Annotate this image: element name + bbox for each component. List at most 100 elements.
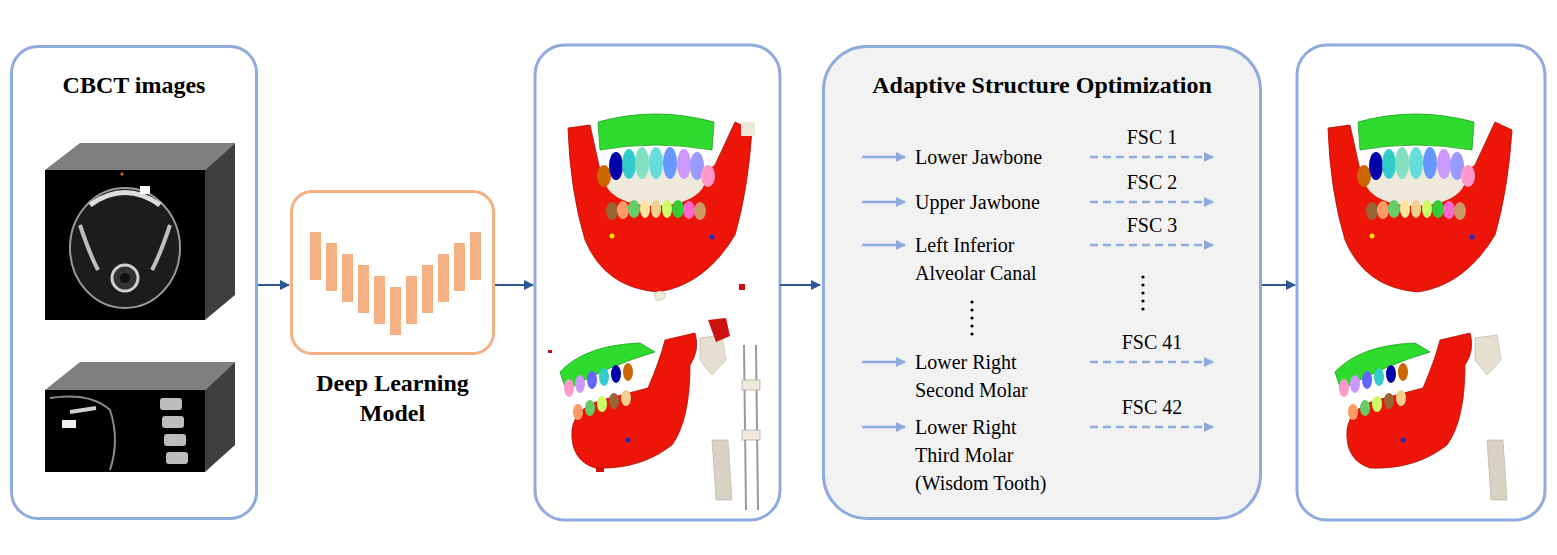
ct-volume-sagittal: [162, 416, 184, 428]
input-panel: CBCT images: [10, 45, 258, 520]
ellipsis-dots: [970, 275, 1144, 335]
fsc-label: FSC 1: [1092, 123, 1212, 151]
ct-volume-axial: [152, 225, 170, 270]
input-arrows: [862, 361, 905, 364]
ct-volume-sagittal: [45, 362, 235, 472]
ct-volume-sagittal: [45, 390, 205, 472]
fsc-label: FSC 41: [1092, 328, 1212, 356]
ct-volume-axial: [45, 170, 205, 320]
segmentation-noise: [739, 284, 745, 290]
panel-title: Adaptive Structure Optimization: [825, 70, 1259, 100]
ellipsis-dots: [970, 332, 973, 335]
ct-volume-axial: [121, 173, 124, 176]
ct-volume-axial: [205, 143, 235, 320]
unet-bars: [454, 243, 465, 291]
ct-volume-axial: [80, 225, 98, 270]
unet-bars: [374, 276, 385, 324]
ellipsis-dots: [1141, 299, 1144, 302]
optimization-panel: Adaptive Structure Optimization: [822, 45, 1262, 520]
unet-bars: [310, 232, 321, 280]
ct-volume-axial: [45, 143, 235, 320]
panel-title: CBCT images: [13, 70, 255, 100]
ellipsis-dots: [1141, 291, 1144, 294]
input-arrows: [862, 201, 905, 204]
flow-arrow: [258, 284, 289, 286]
jaw-side-render: [1335, 333, 1507, 500]
structure-name: Left Inferior Alveolar Canal: [915, 231, 1060, 287]
fsc-label: FSC 42: [1092, 393, 1212, 421]
unet-bars: [310, 232, 481, 335]
optimization-panel-ground: [824, 47, 1261, 519]
unet-bars: [422, 265, 433, 313]
pipeline-arrow: [1262, 284, 1295, 286]
ct-volume-axial: [120, 273, 130, 283]
structure-name: Lower Jawbone: [915, 143, 1060, 171]
ct-volume-axial: [45, 143, 235, 170]
ellipsis-dots: [970, 308, 973, 311]
jaw-side-render: [560, 333, 732, 500]
fsc-dashed-arrows: [1090, 361, 1213, 364]
result-panel: [1297, 45, 1545, 520]
ct-volume-sagittal: [205, 362, 235, 472]
ct-volume-axial: [70, 188, 180, 308]
ct-volume-axial: [90, 193, 160, 206]
fsc-dashed-arrows: [1090, 201, 1213, 204]
result-panel: [535, 45, 780, 520]
segmentation-noise: [708, 318, 730, 342]
ellipsis-dots: [1141, 283, 1144, 286]
ct-volume-sagittal: [45, 362, 235, 390]
ct-volume-sagittal: [70, 408, 96, 412]
unet-bars: [358, 265, 369, 313]
segmentation-noise: [596, 468, 604, 472]
ct-volume-sagittal: [164, 434, 186, 446]
model-box: Deep Learning Model: [290, 190, 495, 355]
unet-bars: [326, 243, 337, 291]
jaw-front-render: [568, 114, 752, 292]
segmentation-noise: [741, 122, 755, 136]
fsc-dashed-arrows: [1090, 156, 1213, 159]
segmentation-noise: [742, 430, 760, 440]
structure-name: Lower Right Third Molar (Wisdom Tooth): [915, 413, 1060, 497]
segmentation-noise: [654, 291, 666, 300]
unet-bars: [470, 232, 481, 280]
fsc-dashed-arrows: [1090, 426, 1213, 429]
ellipsis-dots: [1141, 307, 1144, 310]
structure-name: Upper Jawbone: [915, 188, 1060, 216]
unet-bars: [342, 254, 353, 302]
segmentation-noise: [742, 380, 760, 390]
box-caption: Deep Learning Model: [298, 368, 488, 428]
ellipsis-dots: [970, 316, 973, 319]
ct-volume-sagittal: [160, 398, 182, 410]
pipeline-arrow: [495, 284, 1295, 286]
structure-name: Lower Right Second Molar: [915, 348, 1060, 404]
fsc-label: FSC 3: [1092, 211, 1212, 239]
fsc-label: FSC 2: [1092, 168, 1212, 196]
fsc-dashed-arrows: [1090, 157, 1213, 427]
ct-volume-axial: [112, 265, 138, 291]
ellipsis-dots: [970, 300, 973, 303]
input-arrows: [862, 156, 905, 159]
unet-bars: [390, 287, 401, 335]
input-arrows: [862, 157, 905, 427]
segmentation-noise: [744, 345, 746, 510]
ct-volume-sagittal: [50, 397, 115, 471]
pipeline-arrow: [780, 284, 820, 286]
ellipsis-dots: [1141, 275, 1144, 278]
unet-bars: [406, 276, 417, 324]
ct-volume-sagittal: [166, 452, 188, 464]
fsc-dashed-arrows: [1090, 244, 1213, 247]
jaw-front-render: [1328, 114, 1512, 292]
ellipsis-dots: [970, 324, 973, 327]
ct-volume-axial: [140, 186, 150, 194]
segmentation-noise: [756, 345, 758, 510]
ct-volume-sagittal: [62, 420, 76, 428]
pipeline-arrow: [495, 284, 533, 286]
segmentation-noise: [548, 350, 552, 353]
input-arrows: [862, 244, 905, 247]
unet-bars: [438, 254, 449, 302]
